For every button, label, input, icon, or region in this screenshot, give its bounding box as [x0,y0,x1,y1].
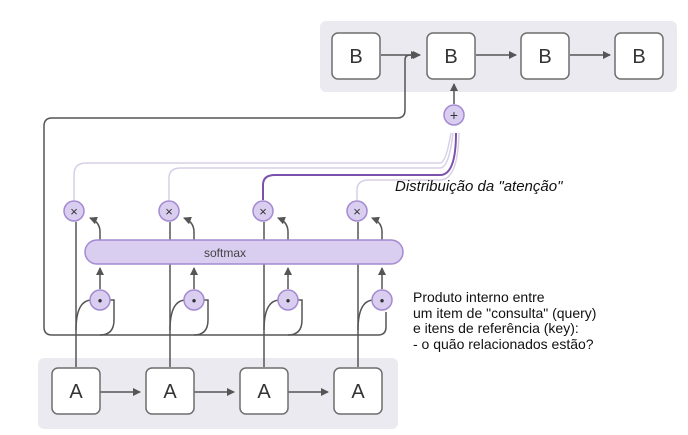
dot-symbol-4: • [380,293,385,308]
softmax-bar [84,239,404,265]
encoder-label-3: A [257,381,271,403]
decoder-label-3: B [538,46,551,68]
encoder-box-3 [239,367,289,415]
encoder-label-4: A [351,381,365,403]
encoder-label-1: A [69,381,83,403]
multiply-node-3 [252,200,274,222]
dot-product-caption: Produto interno entre um item de "consul… [413,289,597,352]
attention-line-1 [73,132,452,200]
multiply-symbol-4: × [353,204,361,219]
decoder-box-4 [614,32,664,80]
decoder-label-2: B [444,46,457,68]
dot-node-3 [277,289,299,311]
encoder-box-2 [145,367,195,415]
dot-node-4 [371,289,393,311]
sum-symbol: + [450,107,458,123]
dot-node-1 [89,289,111,311]
attention-line-3-highlight [262,132,457,200]
multiply-symbol-1: × [70,204,78,219]
query-branches [99,299,303,336]
decoder-box-2 [426,32,476,80]
decoder-box-1 [331,32,381,80]
attention-line-4 [356,132,460,200]
attention-line-2 [168,132,454,200]
softmax-to-multiplier-arrows [89,216,383,240]
multiply-nodes: × × × × [63,200,368,222]
encoder-box-1 [51,367,101,415]
dot-node-2 [183,289,205,311]
softmax-label: softmax [204,246,246,260]
multiply-symbol-3: × [259,204,267,219]
attention-caption: Distribuição da "atenção" [395,178,563,195]
decoder-label-1: B [349,46,362,68]
encoder-row: A A A A [51,367,383,415]
query-loop [43,60,406,336]
multiply-node-2 [158,200,180,222]
multiply-node-4 [346,200,368,222]
decoder-label-4: B [632,46,645,68]
encoder-panel [38,358,398,429]
dot-to-softmax-arrows [96,267,386,289]
decoder-row: B B B B [331,32,664,80]
dot-symbol-2: • [192,293,197,308]
encoder-label-2: A [163,381,177,403]
decoder-box-3 [520,32,570,80]
multiply-node-1 [63,200,85,222]
encoder-box-4 [333,367,383,415]
key-branches [75,299,375,331]
dot-symbol-1: • [98,293,103,308]
decoder-panel [320,21,677,92]
dot-symbol-3: • [286,293,291,308]
dot-nodes: • • • • [89,289,393,311]
sum-node [443,104,465,126]
multiply-symbol-2: × [165,204,173,219]
